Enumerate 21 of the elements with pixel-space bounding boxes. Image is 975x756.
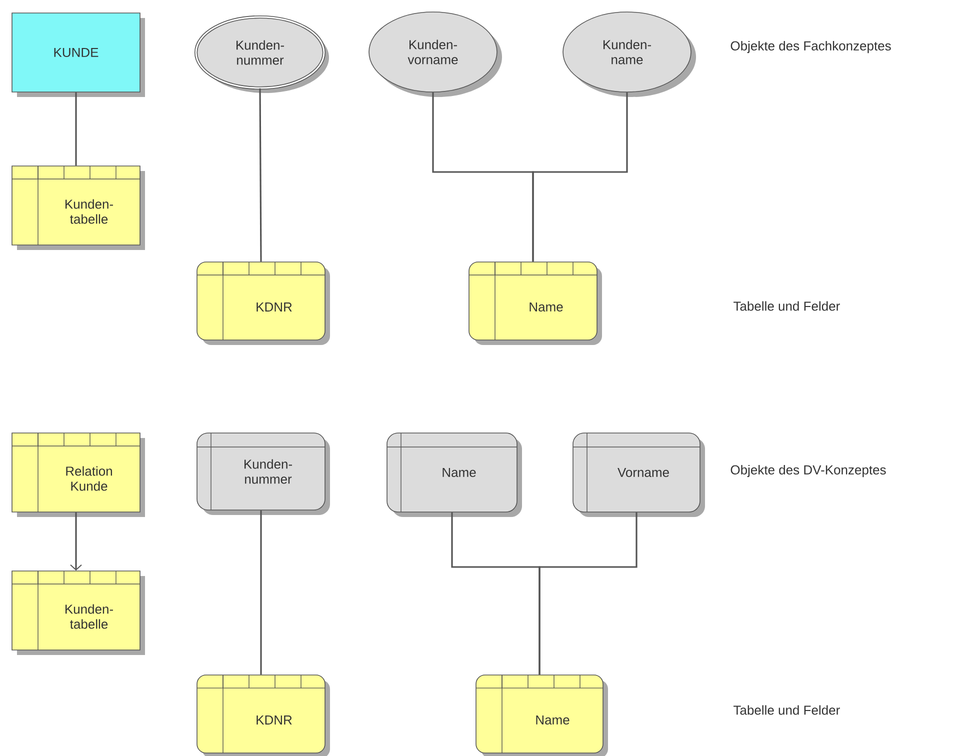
field-box: Kunden- nummer xyxy=(196,432,330,515)
table-box: KDNR xyxy=(196,674,330,756)
connector-line xyxy=(260,510,262,675)
side-label: Tabelle und Felder xyxy=(734,301,840,311)
field-box: Name xyxy=(386,432,522,517)
table-box: Name xyxy=(476,674,608,756)
connector-line xyxy=(70,512,82,571)
side-label: Objekte des Fachkonzeptes xyxy=(730,40,891,54)
connector-line xyxy=(538,512,638,675)
table-box: Name xyxy=(468,262,602,345)
side-label: Tabelle und Felder xyxy=(734,705,840,715)
connector-line xyxy=(259,88,262,262)
field-box: Vorname xyxy=(572,432,705,517)
connector-line xyxy=(532,92,628,262)
connector-line xyxy=(75,92,77,166)
side-label: Objekte des DV-Konzeptes xyxy=(730,464,886,478)
table-box: KDNR xyxy=(196,262,330,345)
entity-box: KUNDE xyxy=(12,12,145,97)
table-box: Kunden- tabelle xyxy=(12,166,145,250)
table-box: Relation Kunde xyxy=(12,432,145,517)
table-box: Kunden- tabelle xyxy=(12,570,145,655)
